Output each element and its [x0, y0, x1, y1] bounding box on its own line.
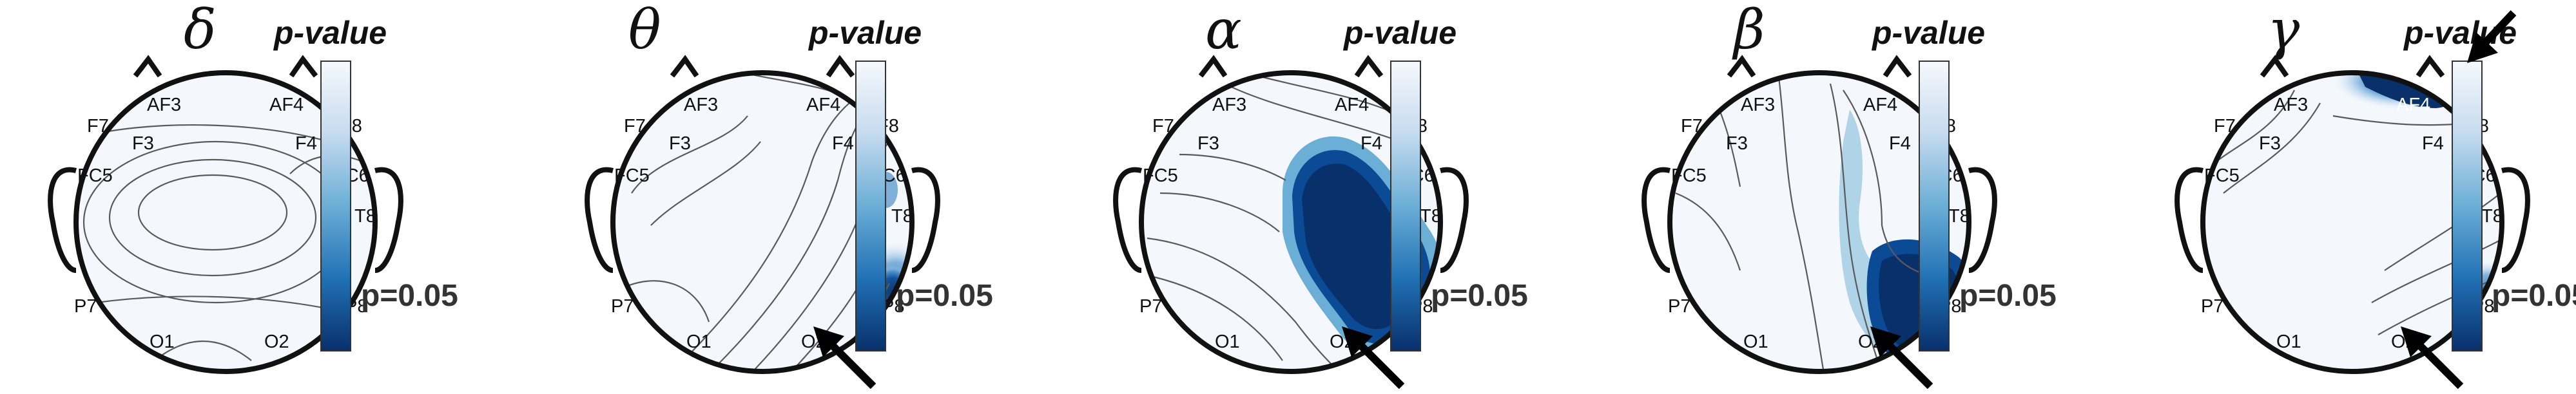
electrode-AF4: AF4: [269, 95, 304, 115]
arrow-beta: [1870, 326, 1933, 389]
panel-gamma: γ AF3 AF4 F7 F8: [2174, 0, 2576, 389]
electrode-FC5: FC5: [1671, 165, 1707, 186]
electrode-O1: O1: [686, 332, 712, 352]
electrode-P7: P7: [2201, 296, 2223, 317]
electrode-P7: P7: [611, 296, 634, 317]
electrode-F4: F4: [295, 133, 317, 154]
head-map-theta: [585, 55, 940, 374]
colorbar-title: p-value: [1342, 15, 1457, 51]
electrode-F4: F4: [1361, 133, 1382, 154]
head-map-delta: [48, 55, 403, 374]
band-label-gamma: γ: [2267, 0, 2300, 61]
electrode-AF3: AF3: [147, 95, 181, 115]
electrode-F7: F7: [1152, 116, 1174, 136]
electrode-P7: P7: [74, 296, 97, 317]
band-label-beta: β: [1732, 0, 1765, 61]
colorbar-gamma: p-value p=0.05: [2403, 15, 2576, 352]
electrode-F3: F3: [2259, 133, 2281, 154]
electrode-F3: F3: [1197, 133, 1219, 154]
arrow-alpha: [1342, 326, 1405, 389]
significance-label: p=0.05: [1959, 279, 2057, 313]
colorbar-title: p-value: [273, 15, 387, 51]
electrode-AF3: AF3: [1741, 95, 1775, 115]
colorbar-alpha: p-value p=0.05: [1342, 15, 1528, 352]
arrow-gamma-top: [2467, 10, 2517, 63]
electrode-F7: F7: [624, 116, 646, 136]
significance-label: p=0.05: [2492, 279, 2576, 313]
electrode-O1: O1: [2276, 332, 2301, 352]
electrode-F4: F4: [832, 133, 854, 154]
electrode-O1: O1: [1215, 332, 1240, 352]
electrode-AF3: AF3: [2274, 95, 2308, 115]
colorbar-title: p-value: [1871, 15, 1985, 51]
arrow-gamma-bottom: [2401, 326, 2464, 389]
head-outline: [73, 70, 378, 374]
electrode-FC5: FC5: [614, 165, 650, 186]
electrode-O2: O2: [264, 332, 289, 352]
ear-left: [48, 167, 77, 273]
electrode-FC5: FC5: [77, 165, 113, 186]
panel-alpha: α AF3 AF4 F7 F8 F3: [1113, 0, 1528, 389]
colorbar-beta: p-value p=0.05: [1871, 15, 2057, 352]
electrode-F3: F3: [669, 133, 691, 154]
significance-label: p=0.05: [896, 279, 993, 313]
nose: [133, 55, 162, 78]
electrode-F3: F3: [132, 133, 154, 154]
electrode-T8: T8: [1948, 206, 1970, 227]
electrode-T8: T8: [891, 206, 913, 227]
electrode-AF4: AF4: [806, 95, 840, 115]
ear-right: [374, 167, 403, 273]
panel-beta: β AF3 AF4 F7 F8 F3 F4: [1641, 0, 2057, 389]
arrow-theta: [813, 326, 876, 389]
electrode-F4: F4: [1889, 133, 1911, 154]
significance-label: p=0.05: [1431, 279, 1528, 313]
electrode-FC5: FC5: [1143, 165, 1178, 186]
electrode-T8: T8: [2481, 206, 2503, 227]
electrode-F7: F7: [2214, 116, 2236, 136]
significance-label: p=0.05: [361, 279, 458, 313]
electrode-O1: O1: [150, 332, 175, 352]
electrode-T8: T8: [354, 206, 376, 227]
contours-delta: [77, 124, 362, 361]
band-label-alpha: α: [1205, 0, 1242, 61]
electrode-P7: P7: [1668, 296, 1690, 317]
electrode-AF4: AF4: [2396, 95, 2430, 115]
electrode-P7: P7: [1139, 296, 1162, 317]
colorbar-delta: p-value p=0.05: [273, 15, 458, 352]
electrode-AF3: AF3: [1212, 95, 1246, 115]
electrode-FC5: FC5: [2204, 165, 2240, 186]
electrode-T8: T8: [1420, 206, 1442, 227]
electrode-AF4: AF4: [1863, 95, 1897, 115]
electrode-F7: F7: [1681, 116, 1703, 136]
electrode-F7: F7: [87, 116, 109, 136]
colorbar-theta: p-value p=0.05: [808, 15, 993, 352]
electrode-F4: F4: [2422, 133, 2444, 154]
electrode-AF3: AF3: [684, 95, 718, 115]
electrode-F3: F3: [1726, 133, 1748, 154]
head-map-beta: [1641, 55, 1997, 374]
band-label-delta: δ: [184, 0, 217, 61]
electrode-O1: O1: [1743, 332, 1768, 352]
band-label-theta: θ: [628, 0, 661, 61]
panel-delta: δ AF3 AF4 F7 F8 F3 F4 FC: [48, 0, 458, 374]
panel-theta: θ AF3 AF4: [585, 0, 993, 389]
colorbar-title: p-value: [808, 15, 922, 51]
electrode-AF4: AF4: [1335, 95, 1369, 115]
